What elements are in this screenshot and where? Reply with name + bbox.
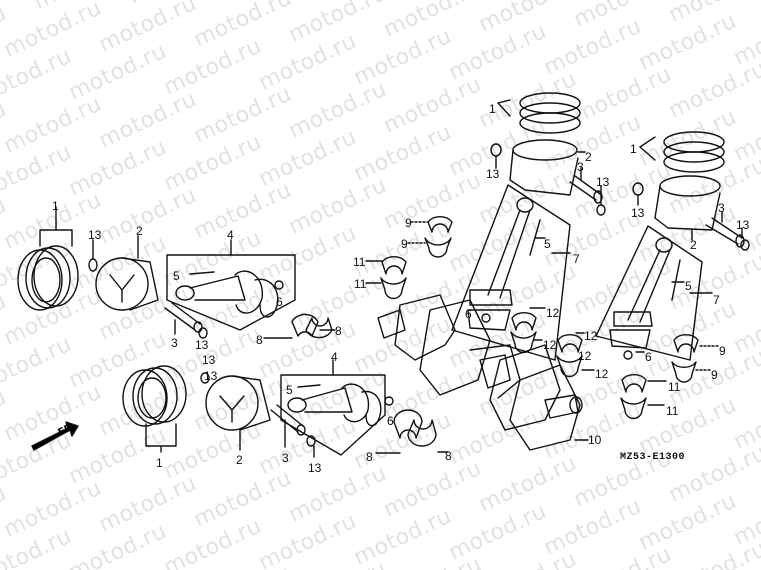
callout-label: 13 bbox=[88, 228, 102, 242]
clip-13-icon bbox=[88, 258, 98, 272]
callout-label: 6 bbox=[645, 350, 652, 364]
piston-pin-icon bbox=[164, 302, 201, 331]
callout-label: 13 bbox=[596, 175, 610, 189]
callout-label: 2 bbox=[236, 453, 243, 467]
callout-label: 3 bbox=[718, 201, 725, 215]
callout-label: 1 bbox=[52, 199, 59, 213]
bearing-8-lower-icon bbox=[393, 409, 423, 439]
callout-label: 3 bbox=[577, 160, 584, 174]
callout-label: 7 bbox=[573, 252, 580, 266]
callout-label: 12 bbox=[543, 338, 557, 352]
callout-label: 2 bbox=[690, 238, 697, 252]
callout-label: 13 bbox=[736, 218, 750, 232]
callout-label: 3 bbox=[171, 336, 178, 350]
callout-label: 1 bbox=[156, 456, 163, 470]
bearing-11-right-icon bbox=[621, 373, 647, 393]
bearing-12-icon bbox=[511, 311, 537, 331]
piston-rings-left-upper-icon bbox=[17, 245, 79, 311]
conrod-assembly-box-lower bbox=[280, 374, 386, 456]
conrod-assembly-box-right bbox=[595, 225, 703, 361]
leader-1 bbox=[39, 206, 73, 247]
piston-center-icon bbox=[509, 139, 579, 196]
bearing-11-icon bbox=[381, 255, 407, 275]
conrod-upper-left-icon bbox=[175, 270, 279, 318]
callout-label: 6 bbox=[276, 295, 283, 309]
callout-label: 11 bbox=[668, 380, 681, 394]
conrod-right-icon bbox=[609, 237, 681, 349]
callout-label: 5 bbox=[544, 237, 551, 251]
piston-left-upper-icon bbox=[95, 257, 159, 311]
callout-label: 5 bbox=[286, 383, 293, 397]
callout-label: 11 bbox=[666, 404, 679, 418]
bearing-9-right-icon bbox=[673, 333, 699, 353]
callout-label: 13 bbox=[195, 338, 209, 352]
bearing-8-icon bbox=[291, 313, 319, 337]
callout-label: 5 bbox=[685, 279, 692, 293]
callout-label: 11 bbox=[354, 277, 367, 291]
callout-label: 12 bbox=[546, 306, 560, 320]
callout-label: 1 bbox=[489, 102, 496, 116]
callout-label: 7 bbox=[713, 293, 720, 307]
piston-right-icon bbox=[654, 175, 721, 231]
piston-rings-right-icon bbox=[663, 131, 725, 173]
callout-label: 9 bbox=[719, 344, 726, 358]
callout-label: 13 bbox=[308, 461, 322, 475]
callout-label: 11 bbox=[353, 255, 366, 269]
piston-rings-center-icon bbox=[519, 92, 581, 134]
callout-label: 13 bbox=[202, 353, 216, 367]
callout-label: 4 bbox=[331, 350, 338, 364]
piston-rings-left-lower-icon bbox=[122, 365, 187, 427]
callout-label: 10 bbox=[588, 433, 602, 447]
callout-label: 8 bbox=[256, 333, 263, 347]
bearing-9-icon bbox=[427, 215, 453, 233]
conrod-lower-icon bbox=[287, 383, 382, 427]
callout-label: 12 bbox=[578, 349, 592, 363]
callout-label: 6 bbox=[465, 307, 472, 321]
callout-label: 6 bbox=[387, 414, 394, 428]
callout-label: 4 bbox=[227, 228, 234, 242]
conrod-assembly-box-center bbox=[451, 184, 571, 361]
callout-label: 3 bbox=[282, 451, 289, 465]
callout-label: 12 bbox=[584, 329, 598, 343]
callout-label: 9 bbox=[405, 216, 412, 230]
conrod-center-icon bbox=[467, 197, 541, 331]
piston-pin-center-icon bbox=[569, 175, 601, 201]
bolt-5 bbox=[189, 271, 215, 275]
piston-pin-lower-icon bbox=[270, 404, 304, 433]
callout-label: 13 bbox=[631, 206, 645, 220]
callout-label: 8 bbox=[366, 450, 373, 464]
callout-label: 13 bbox=[204, 369, 218, 383]
callout-label: 2 bbox=[136, 224, 143, 238]
callout-label: 12 bbox=[595, 367, 609, 381]
callout-label: 2 bbox=[585, 150, 592, 164]
front-arrow-icon bbox=[31, 421, 79, 451]
callout-label: 9 bbox=[401, 237, 408, 251]
callout-label: 8 bbox=[445, 449, 452, 463]
piston-pin-right-icon bbox=[705, 217, 743, 245]
callout-label: 9 bbox=[711, 368, 718, 382]
drawing-code: MZ53-E1300 bbox=[620, 452, 686, 463]
piston-left-lower-icon bbox=[205, 375, 271, 431]
callout-label: 13 bbox=[486, 167, 500, 181]
conrod-assembly-box-upper bbox=[166, 254, 296, 331]
callout-label: 5 bbox=[173, 269, 180, 283]
callout-label: 8 bbox=[335, 324, 342, 338]
callout-label: 1 bbox=[630, 142, 637, 156]
